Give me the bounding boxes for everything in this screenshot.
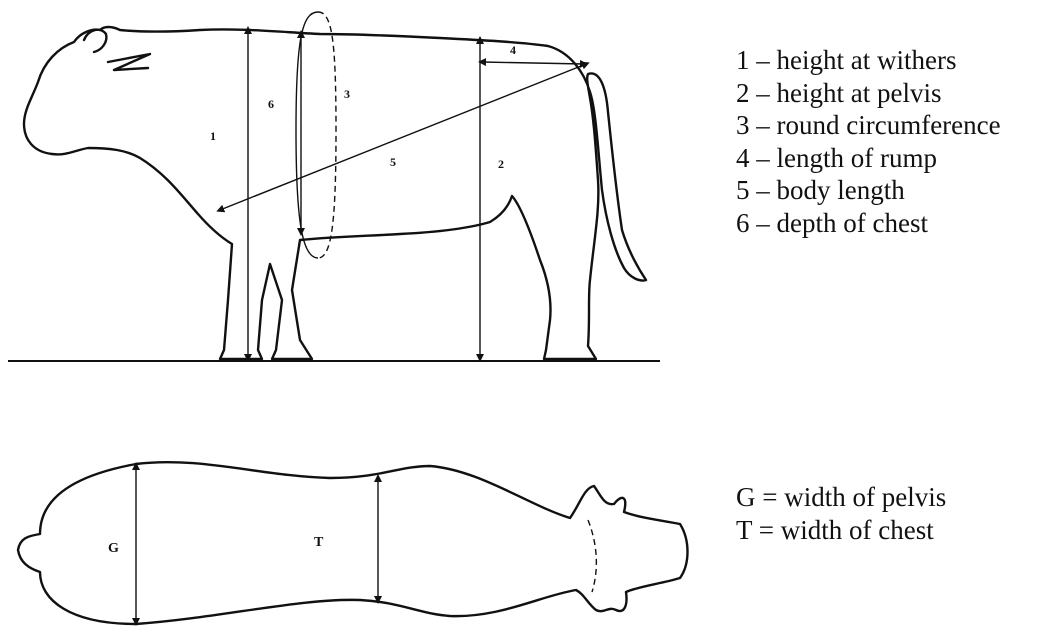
legend-body-length: 5 – body length	[736, 174, 1001, 207]
label-5: 5	[390, 155, 396, 169]
label-1: 1	[210, 129, 216, 143]
legend-round-circumference: 3 – round circumference	[736, 109, 1001, 142]
legend-rump-length: 4 – length of rump	[736, 142, 1001, 175]
label-t: T	[314, 535, 324, 550]
top-view: G T	[18, 462, 688, 624]
legend-height-pelvis: 2 – height at pelvis	[736, 77, 1001, 110]
side-view-legend: 1 – height at withers 2 – height at pelv…	[736, 44, 1001, 240]
measure-rump-length	[482, 62, 584, 64]
top-view-legend: G = width of pelvis T = width of chest	[736, 481, 946, 546]
legend-height-withers: 1 – height at withers	[736, 44, 1001, 77]
side-view: 1 6 3 5 2 4	[8, 12, 660, 361]
cow-ear	[84, 30, 106, 52]
legend-chest-width: T = width of chest	[736, 514, 946, 547]
label-4: 4	[510, 43, 516, 57]
label-g: G	[108, 541, 119, 556]
label-2: 2	[498, 157, 504, 171]
legend-pelvis-width: G = width of pelvis	[736, 481, 946, 514]
neck-boundary	[588, 520, 596, 592]
round-circumference-ellipse	[296, 12, 318, 258]
legend-chest-depth: 6 – depth of chest	[736, 207, 1001, 240]
measure-body-length	[220, 64, 586, 210]
label-6: 6	[268, 97, 274, 111]
cow-eye-marking	[108, 54, 150, 70]
round-circumference-dash	[318, 12, 336, 258]
label-3: 3	[344, 87, 350, 101]
